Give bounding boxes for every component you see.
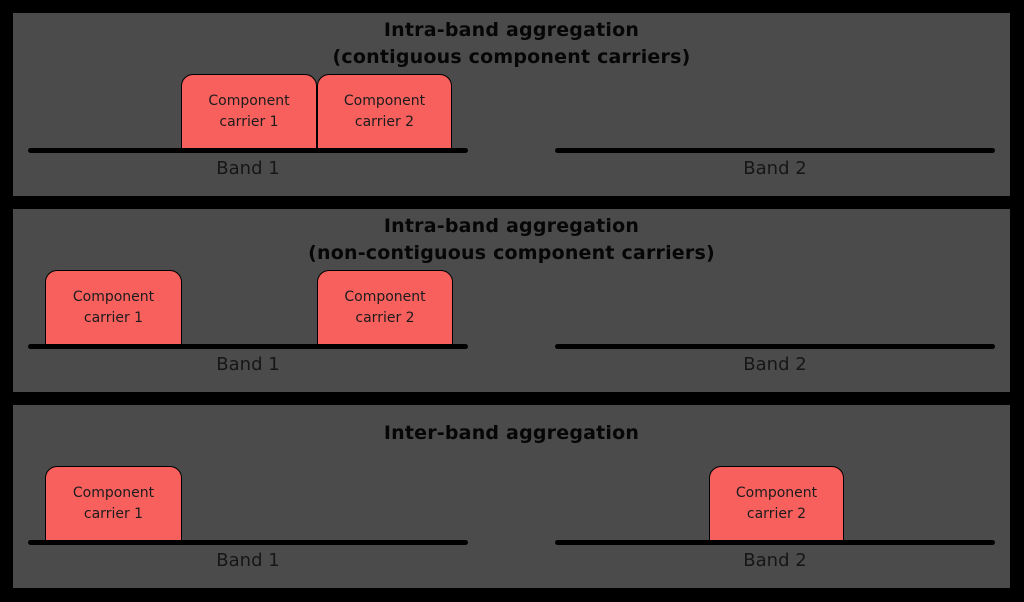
band-1-line <box>28 148 468 153</box>
component-carrier-1-label: Component carrier 1 <box>72 288 155 326</box>
panel-title: Intra-band aggregation (non-contiguous c… <box>308 215 715 264</box>
band-1-label: Band 1 <box>216 158 280 179</box>
band-1-line <box>28 344 468 349</box>
component-carrier-1-box: Component carrier 1 <box>45 270 182 344</box>
component-carrier-1-box: Component carrier 1 <box>45 466 182 540</box>
band-1-line <box>28 540 468 545</box>
band-1-label: Band 1 <box>216 354 280 375</box>
component-carrier-2-box: Component carrier 2 <box>709 466 844 540</box>
band-2-line <box>555 344 995 349</box>
component-carrier-1-label: Component carrier 1 <box>72 484 155 522</box>
band-2-line <box>555 148 995 153</box>
band-2-label: Band 2 <box>743 354 807 375</box>
panel-intra-band-non-contiguous: Intra-band aggregation (non-contiguous c… <box>13 209 1010 392</box>
component-carrier-1-label: Component carrier 1 <box>208 92 290 130</box>
component-carrier-2-label: Component carrier 2 <box>343 92 426 130</box>
panel-inter-band: Inter-band aggregation Component carrier… <box>13 405 1010 588</box>
panel-intra-band-contiguous: Intra-band aggregation (contiguous compo… <box>13 13 1010 196</box>
band-1-label: Band 1 <box>216 550 280 571</box>
component-carrier-2-label: Component carrier 2 <box>344 288 426 326</box>
component-carrier-2-box: Component carrier 2 <box>317 74 452 148</box>
component-carrier-2-box: Component carrier 2 <box>317 270 453 344</box>
band-2-label: Band 2 <box>743 550 807 571</box>
component-carrier-2-label: Component carrier 2 <box>735 484 818 522</box>
panel-title: Intra-band aggregation (contiguous compo… <box>332 19 691 68</box>
panel-title: Inter-band aggregation <box>383 422 640 444</box>
component-carrier-1-box: Component carrier 1 <box>181 74 317 148</box>
band-2-line <box>555 540 995 545</box>
band-2-label: Band 2 <box>743 158 807 179</box>
